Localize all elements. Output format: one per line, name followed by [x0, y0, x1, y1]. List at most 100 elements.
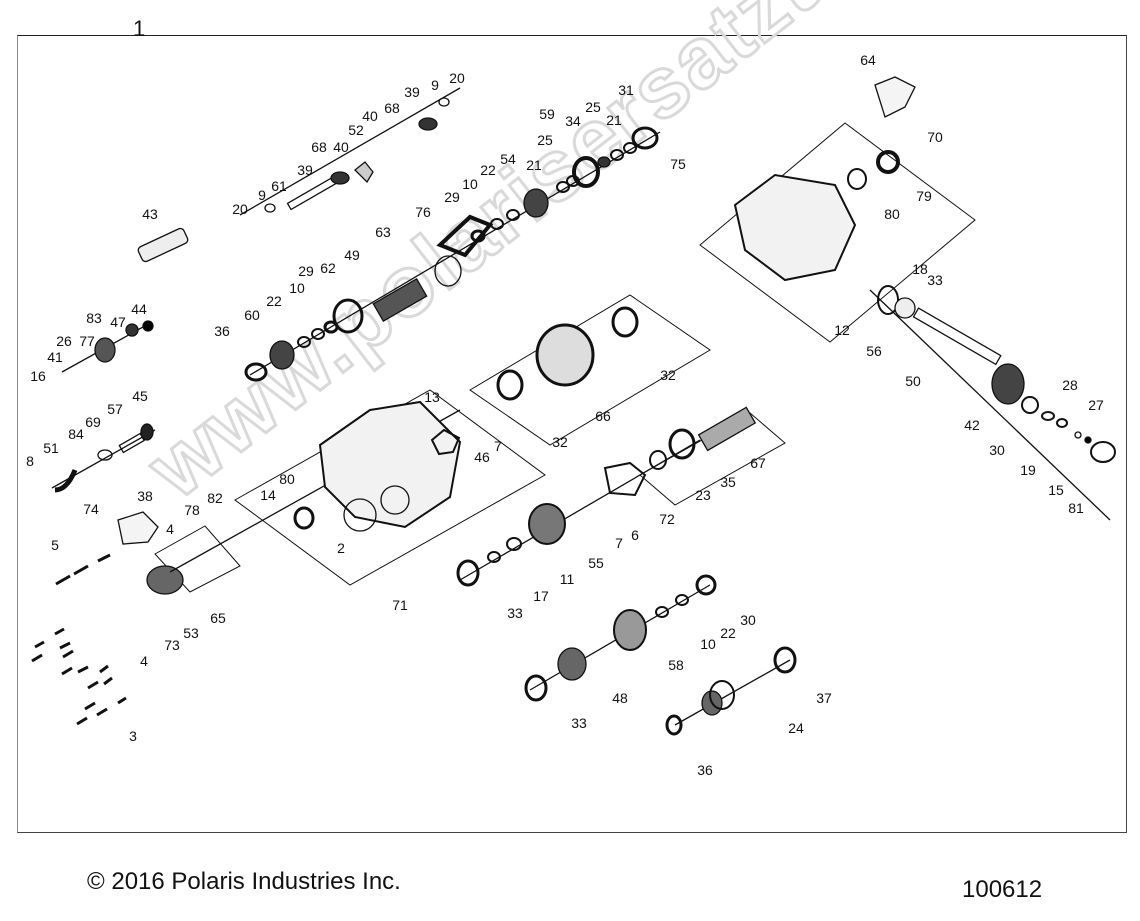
part-callout-27[interactable]: 27: [1088, 397, 1104, 413]
part-callout-82[interactable]: 82: [207, 490, 223, 506]
part-callout-74[interactable]: 74: [83, 501, 99, 517]
part-callout-50[interactable]: 50: [905, 373, 921, 389]
part-callout-2[interactable]: 2: [337, 540, 345, 556]
part-callout-28[interactable]: 28: [1062, 377, 1078, 393]
part-callout-39[interactable]: 39: [404, 84, 420, 100]
part-callout-15[interactable]: 15: [1048, 482, 1064, 498]
part-callout-10[interactable]: 10: [700, 636, 716, 652]
part-callout-65[interactable]: 65: [210, 610, 226, 626]
part-callout-22[interactable]: 22: [480, 162, 496, 178]
part-callout-10[interactable]: 10: [462, 176, 478, 192]
part-callout-47[interactable]: 47: [110, 314, 126, 330]
part-callout-7[interactable]: 7: [615, 535, 623, 551]
part-callout-22[interactable]: 22: [720, 625, 736, 641]
part-callout-34[interactable]: 34: [565, 113, 581, 129]
part-callout-5[interactable]: 5: [51, 537, 59, 553]
part-callout-6[interactable]: 6: [631, 527, 639, 543]
part-callout-68[interactable]: 68: [311, 139, 327, 155]
part-callout-46[interactable]: 46: [474, 449, 490, 465]
part-callout-4[interactable]: 4: [140, 653, 148, 669]
part-callout-41[interactable]: 41: [47, 349, 63, 365]
part-callout-11[interactable]: 11: [559, 571, 575, 587]
part-callout-57[interactable]: 57: [107, 401, 123, 417]
part-callout-19[interactable]: 19: [1020, 462, 1036, 478]
part-callout-20[interactable]: 20: [232, 201, 248, 217]
part-callout-32[interactable]: 32: [660, 367, 676, 383]
part-callout-24[interactable]: 24: [788, 720, 804, 736]
part-callout-37[interactable]: 37: [816, 690, 832, 706]
part-callout-25[interactable]: 25: [585, 99, 601, 115]
part-callout-38[interactable]: 38: [137, 488, 153, 504]
part-callout-33[interactable]: 33: [571, 715, 587, 731]
part-callout-40[interactable]: 40: [333, 139, 349, 155]
part-callout-61[interactable]: 61: [271, 178, 287, 194]
part-callout-12[interactable]: 12: [834, 322, 850, 338]
part-callout-59[interactable]: 59: [539, 106, 555, 122]
part-callout-18[interactable]: 18: [912, 261, 928, 277]
part-callout-20[interactable]: 20: [449, 70, 465, 86]
part-callout-81[interactable]: 81: [1068, 500, 1084, 516]
part-callout-63[interactable]: 63: [375, 224, 391, 240]
part-callout-21[interactable]: 21: [526, 157, 542, 173]
part-callout-53[interactable]: 53: [183, 625, 199, 641]
part-callout-62[interactable]: 62: [320, 260, 336, 276]
part-callout-72[interactable]: 72: [659, 511, 675, 527]
part-callout-78[interactable]: 78: [184, 502, 200, 518]
part-callout-58[interactable]: 58: [668, 657, 684, 673]
part-callout-43[interactable]: 43: [142, 206, 158, 222]
part-callout-16[interactable]: 16: [30, 368, 46, 384]
part-callout-8[interactable]: 8: [26, 453, 34, 469]
part-callout-80[interactable]: 80: [884, 206, 900, 222]
part-callout-29[interactable]: 29: [298, 263, 314, 279]
part-callout-45[interactable]: 45: [132, 388, 148, 404]
part-callout-66[interactable]: 66: [595, 408, 611, 424]
part-callout-73[interactable]: 73: [164, 637, 180, 653]
part-callout-70[interactable]: 70: [927, 129, 943, 145]
part-callout-60[interactable]: 60: [244, 307, 260, 323]
part-callout-29[interactable]: 29: [444, 189, 460, 205]
part-callout-25[interactable]: 25: [537, 132, 553, 148]
part-callout-42[interactable]: 42: [964, 417, 980, 433]
part-callout-10[interactable]: 10: [289, 280, 305, 296]
part-callout-48[interactable]: 48: [612, 690, 628, 706]
part-callout-9[interactable]: 9: [258, 187, 266, 203]
part-callout-4[interactable]: 4: [166, 521, 174, 537]
part-callout-33[interactable]: 33: [927, 272, 943, 288]
part-callout-52[interactable]: 52: [348, 122, 364, 138]
part-callout-32[interactable]: 32: [552, 434, 568, 450]
part-callout-79[interactable]: 79: [916, 188, 932, 204]
part-callout-68[interactable]: 68: [384, 100, 400, 116]
part-callout-31[interactable]: 31: [618, 82, 634, 98]
part-callout-13[interactable]: 13: [424, 389, 440, 405]
part-callout-71[interactable]: 71: [392, 597, 408, 613]
part-callout-54[interactable]: 54: [500, 151, 516, 167]
part-callout-40[interactable]: 40: [362, 108, 378, 124]
part-callout-80[interactable]: 80: [279, 471, 295, 487]
part-callout-56[interactable]: 56: [866, 343, 882, 359]
part-callout-49[interactable]: 49: [344, 247, 360, 263]
part-callout-64[interactable]: 64: [860, 52, 876, 68]
part-callout-7[interactable]: 7: [494, 438, 502, 454]
part-callout-83[interactable]: 83: [86, 310, 102, 326]
part-callout-75[interactable]: 75: [670, 156, 686, 172]
part-callout-36[interactable]: 36: [697, 762, 713, 778]
part-callout-26[interactable]: 26: [56, 333, 72, 349]
part-callout-23[interactable]: 23: [695, 487, 711, 503]
part-callout-14[interactable]: 14: [260, 487, 276, 503]
part-callout-9[interactable]: 9: [431, 77, 439, 93]
part-callout-3[interactable]: 3: [129, 728, 137, 744]
part-callout-44[interactable]: 44: [131, 301, 147, 317]
part-callout-36[interactable]: 36: [214, 323, 230, 339]
part-callout-39[interactable]: 39: [297, 162, 313, 178]
part-callout-35[interactable]: 35: [720, 474, 736, 490]
part-callout-21[interactable]: 21: [606, 112, 622, 128]
part-callout-33[interactable]: 33: [507, 605, 523, 621]
part-callout-67[interactable]: 67: [750, 455, 766, 471]
part-callout-55[interactable]: 55: [588, 555, 604, 571]
part-callout-84[interactable]: 84: [68, 426, 84, 442]
part-callout-17[interactable]: 17: [533, 588, 549, 604]
part-callout-30[interactable]: 30: [989, 442, 1005, 458]
part-callout-51[interactable]: 51: [43, 440, 59, 456]
part-callout-77[interactable]: 77: [79, 333, 95, 349]
part-callout-22[interactable]: 22: [266, 293, 282, 309]
